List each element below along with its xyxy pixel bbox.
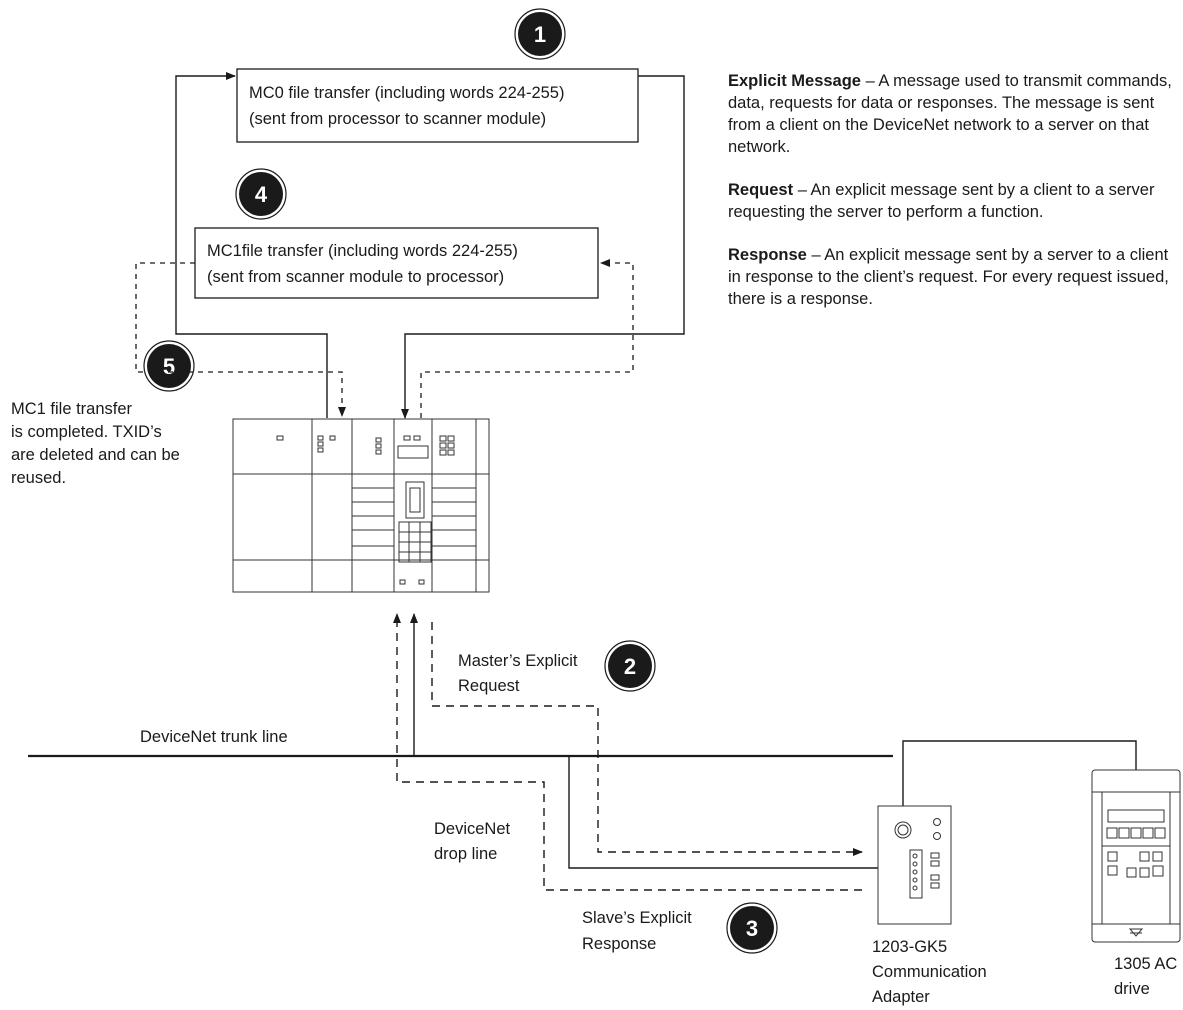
- drop-line-label: DeviceNet drop line: [434, 820, 515, 863]
- drive-label-line-1: 1305 AC: [1114, 955, 1177, 973]
- definitions-panel: Explicit Message – A message used to tra…: [728, 70, 1178, 331]
- mc0-outgoing-path: [401, 75, 685, 419]
- mc1-outgoing-path: [420, 259, 634, 418]
- mc1-line-1: MC1file transfer (including words 224-25…: [207, 242, 518, 260]
- master-request-label: Master’s Explicit Request: [458, 652, 582, 695]
- step-1-number: 1: [534, 22, 546, 47]
- definition-text: – An explicit message sent by a client t…: [728, 181, 1155, 221]
- mc0-transfer-box: MC0 file transfer (including words 224-2…: [236, 68, 639, 143]
- slave-response-path: [393, 613, 862, 891]
- mc0-return-path: [175, 72, 328, 418]
- definition-term: Request: [728, 181, 794, 199]
- master-request-line-1: Master’s Explicit: [458, 652, 578, 670]
- step-4-number: 4: [255, 182, 268, 207]
- step-3-badge: 3: [726, 902, 778, 954]
- definition-request: Request – An explicit message sent by a …: [728, 179, 1178, 223]
- completed-note-line-3: are deleted and can be: [11, 446, 180, 464]
- completed-note-line-2: is completed. TXID’s: [11, 423, 162, 441]
- slave-response-line-1: Slave’s Explicit: [582, 909, 692, 927]
- ac-drive-illustration: [1091, 769, 1181, 943]
- definition-explicit-message: Explicit Message – A message used to tra…: [728, 70, 1178, 158]
- devicenet-drop-line: [568, 756, 878, 869]
- drop-line-label-line-1: DeviceNet: [434, 820, 511, 838]
- step-3-number: 3: [746, 916, 758, 941]
- adapter-label-line-1: 1203-GK5: [872, 938, 947, 956]
- completed-note-line-4: reused.: [11, 469, 66, 487]
- completed-note: MC1 file transfer is completed. TXID’s a…: [11, 400, 184, 487]
- definition-term: Explicit Message: [728, 72, 861, 90]
- completed-note-line-1: MC1 file transfer: [11, 400, 133, 418]
- slave-response-line-2: Response: [582, 935, 656, 953]
- step-2-badge: 2: [604, 640, 656, 692]
- definition-text: – An explicit message sent by a server t…: [728, 246, 1169, 308]
- drop-line-label-line-2: drop line: [434, 845, 497, 863]
- drive-label-line-2: drive: [1114, 980, 1150, 998]
- adapter-to-drive-cable: [902, 740, 1137, 826]
- slave-response-label: Slave’s Explicit Response: [582, 909, 696, 953]
- definition-text: – A message used to transmit commands, d…: [728, 72, 1172, 156]
- master-request-path: [431, 622, 863, 856]
- definition-term: Response: [728, 246, 807, 264]
- trunk-line-label: DeviceNet trunk line: [140, 728, 288, 746]
- step-5-badge: 5: [143, 340, 195, 392]
- mc1-transfer-box: MC1file transfer (including words 224-25…: [194, 227, 599, 299]
- plc-chassis-illustration: [232, 418, 490, 593]
- adapter-label-line-2: Communication: [872, 963, 987, 981]
- adapter-label: 1203-GK5 Communication Adapter: [872, 938, 991, 1006]
- mc0-line-2: (sent from processor to scanner module): [249, 110, 546, 128]
- master-request-line-2: Request: [458, 677, 520, 695]
- mc1-line-2: (sent from scanner module to processor): [207, 268, 504, 286]
- mc0-line-1: MC0 file transfer (including words 224-2…: [249, 84, 564, 102]
- step-1-badge: 1: [514, 8, 566, 60]
- definition-response: Response – An explicit message sent by a…: [728, 244, 1178, 310]
- adapter-label-line-3: Adapter: [872, 988, 930, 1006]
- step-4-badge: 4: [235, 168, 287, 220]
- step-5-number: 5: [163, 354, 175, 379]
- step-2-number: 2: [624, 654, 636, 679]
- drive-label: 1305 AC drive: [1114, 955, 1182, 998]
- adapter-illustration: [877, 805, 952, 925]
